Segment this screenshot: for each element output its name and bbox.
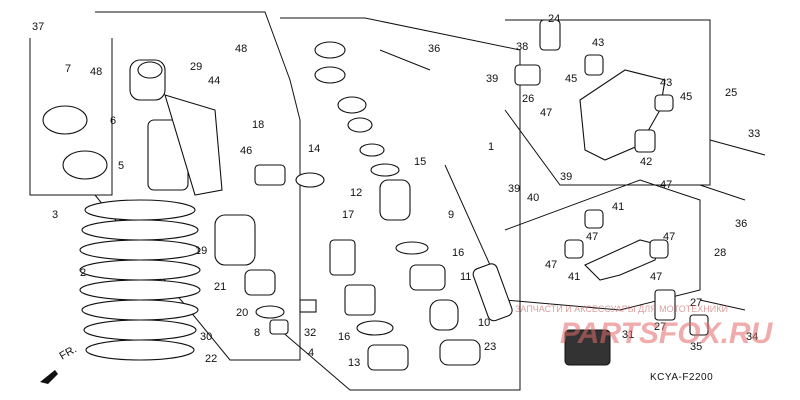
bushing-21 [244,269,276,296]
clip-20 [255,305,285,319]
callout-15: 15 [414,156,426,168]
callout-2: 2 [80,267,86,279]
callout-18: 18 [252,119,264,131]
callout-20: 20 [236,307,248,319]
callout-32: 32 [304,327,316,339]
callout-47f: 47 [650,271,662,283]
front-arrow-icon: FR. [40,343,79,384]
lock-nut-5 [62,150,108,180]
outline-left-group [29,38,113,196]
callout-47b: 47 [660,179,672,191]
outline-bracket-group [504,19,711,186]
callout-45b: 45 [680,91,692,103]
callout-3: 3 [52,209,58,221]
callout-47d: 47 [663,231,675,243]
callout-40: 40 [527,192,539,204]
outline-link-group [504,179,701,311]
callout-48b: 48 [235,43,247,55]
collar-8 [269,319,289,335]
callout-37: 37 [32,21,44,33]
callout-42: 42 [640,156,652,168]
callout-14: 14 [308,143,320,155]
callout-4: 4 [308,347,314,359]
callout-13: 13 [348,357,360,369]
callout-47a: 47 [540,107,552,119]
callout-39a: 39 [486,73,498,85]
damper-rod [314,41,611,371]
upper-bracket [379,19,766,201]
outline-center-group [94,11,301,361]
callout-47c: 47 [586,231,598,243]
callout-48a: 48 [90,66,102,78]
callout-1: 1 [488,141,494,153]
lock-nut-6 [42,105,88,135]
watermark-brand: PARTSFOX.RU [560,317,774,350]
callout-19: 19 [195,245,207,257]
callout-26: 26 [522,93,534,105]
callout-16b: 16 [338,331,350,343]
cap-32 [299,299,317,313]
callout-23: 23 [484,341,496,353]
damper-body [129,59,223,196]
callout-45a: 45 [565,73,577,85]
link-arm [564,209,746,336]
callout-46: 46 [240,145,252,157]
callout-6: 6 [110,115,116,127]
callout-34: 34 [746,331,758,343]
callout-17: 17 [342,209,354,221]
callout-41b: 41 [568,271,580,283]
callout-44: 44 [208,75,220,87]
callout-9: 9 [448,209,454,221]
callout-36b: 36 [735,218,747,230]
front-label: FR. [58,343,79,362]
ring-14 [295,172,325,188]
callout-27b: 27 [654,321,666,333]
bump-stop-19 [214,214,256,266]
callout-7: 7 [65,63,71,75]
callout-38: 38 [516,41,528,53]
coil-spring [79,199,201,361]
callout-29: 29 [190,61,202,73]
callout-41a: 41 [612,201,624,213]
diagram-code: KCYA-F2200 [650,372,713,383]
outline-shaft-group [279,17,521,391]
callout-8: 8 [254,327,260,339]
callout-30: 30 [200,331,212,343]
callout-12: 12 [350,187,362,199]
callout-5: 5 [118,160,124,172]
callout-22: 22 [205,353,217,365]
callout-16a: 16 [452,247,464,259]
callout-35: 35 [690,341,702,353]
callout-25: 25 [725,87,737,99]
callout-21: 21 [214,281,226,293]
callout-33: 33 [748,128,760,140]
watermark-tagline: ЗАПЧАСТИ И АКСЕССУАРЫ ДЛЯ МОТОТЕХНИКИ [515,304,728,314]
callout-47e: 47 [545,259,557,271]
callout-31: 31 [622,329,634,341]
callout-39b: 39 [508,183,520,195]
callout-39c: 39 [560,171,572,183]
callout-36a: 36 [428,43,440,55]
callout-43a: 43 [592,37,604,49]
callout-10: 10 [478,317,490,329]
callout-43b: 43 [660,77,672,89]
callout-27a: 27 [690,297,702,309]
valve-18 [254,164,286,186]
callout-28: 28 [714,247,726,259]
callout-11: 11 [460,271,471,283]
callout-24: 24 [548,13,560,25]
